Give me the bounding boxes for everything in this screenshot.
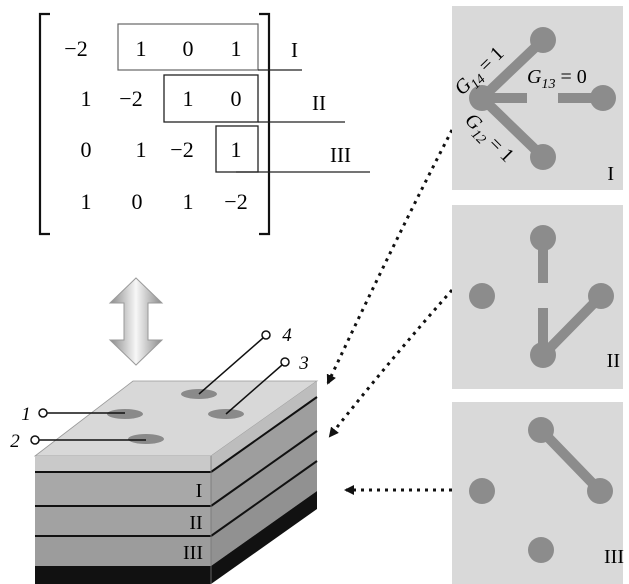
row-I-highlight-box <box>117 23 259 71</box>
node-2 <box>530 342 556 368</box>
dotted-arrow-II <box>328 289 454 438</box>
node-3 <box>590 85 616 111</box>
electrode-terminal-3 <box>280 357 290 367</box>
matrix-cell: 1 <box>183 189 194 214</box>
stack-layer-label-III: III <box>183 542 203 564</box>
matrix-row-label-III: III <box>330 143 351 167</box>
electrode-label-1: 1 <box>21 404 31 425</box>
network-panel-III: III <box>452 402 624 584</box>
edge-g12 <box>477 93 548 162</box>
layer-separator <box>210 460 318 537</box>
matrix-right-bracket <box>259 12 271 236</box>
matrix-cell: 1 <box>136 137 147 162</box>
matrix-row-label-II: II <box>312 91 326 115</box>
panel-III-label: III <box>604 546 624 568</box>
network-panel-I: G14 = 1 G13 = 0 G12 = 1 I <box>450 6 623 190</box>
front-layer-II <box>35 506 211 536</box>
side-layer-I <box>211 397 317 506</box>
node-4 <box>530 225 556 251</box>
stack-layer-label-II: II <box>189 512 202 534</box>
node-1 <box>469 85 495 111</box>
matrix-row-label-I: I <box>291 38 298 62</box>
matrix-cell: 0 <box>231 86 242 111</box>
matrix-left-bracket <box>38 12 50 236</box>
layer-separator <box>210 396 318 473</box>
side-layer-III <box>211 461 317 566</box>
node-3 <box>588 283 614 309</box>
matrix-cell: 1 <box>81 189 92 214</box>
layer-stack: I II III 1 2 3 4 <box>10 325 319 584</box>
node-4 <box>528 417 554 443</box>
matrix-cell: −2 <box>224 189 247 214</box>
row-II-highlight-box <box>163 74 259 123</box>
stack-layer-label-I: I <box>196 480 203 502</box>
matrix-cell: 0 <box>81 137 92 162</box>
matrix-cell: 1 <box>81 86 92 111</box>
electrode-label-2: 2 <box>10 431 20 452</box>
edge-g14 <box>477 35 548 103</box>
node-1 <box>469 478 495 504</box>
node-1 <box>469 283 495 309</box>
edge-2-3 <box>538 291 606 360</box>
electrode-lead-3 <box>225 364 283 415</box>
matrix-cell: 1 <box>231 36 242 61</box>
edge-label-g13: G13 = 0 <box>527 66 587 92</box>
matrix-cell: −2 <box>170 137 193 162</box>
side-layer-II <box>211 431 317 536</box>
panel-II-label: II <box>607 350 620 372</box>
dotted-arrow-I <box>326 129 454 385</box>
panel-I-label: I <box>607 163 614 185</box>
electrode-1 <box>107 409 143 419</box>
matrix-cell: −2 <box>119 86 142 111</box>
node-2 <box>530 144 556 170</box>
electrode-terminal-4 <box>261 330 271 340</box>
electrode-label-4: 4 <box>282 325 292 346</box>
side-substrate <box>211 491 317 584</box>
matrix-cell: 1 <box>136 36 147 61</box>
side-top-light-layer <box>211 381 317 472</box>
front-substrate <box>35 566 211 584</box>
electrode-2 <box>128 434 164 444</box>
node-4 <box>530 27 556 53</box>
node-2 <box>528 537 554 563</box>
matrix-cell: 1 <box>183 86 194 111</box>
bidirectional-arrow-icon <box>108 277 164 366</box>
network-panel-II: II <box>452 205 623 389</box>
matrix-cell: 1 <box>231 137 242 162</box>
matrix-cell: 0 <box>183 36 194 61</box>
connectivity-matrix: I II III −2 1 0 1 1 −2 1 0 0 1 −2 1 1 0 … <box>38 12 370 236</box>
electrode-terminal-2 <box>30 435 40 445</box>
matrix-cell: 0 <box>132 189 143 214</box>
front-top-light-layer <box>35 456 211 472</box>
electrode-lead-4 <box>198 337 264 395</box>
electrode-terminal-1 <box>38 408 48 418</box>
edge-4-3 <box>536 425 605 496</box>
electrode-label-3: 3 <box>298 353 309 374</box>
front-layer-III <box>35 536 211 566</box>
matrix-cell: −2 <box>64 36 87 61</box>
front-layer-I <box>35 472 211 506</box>
layer-separator <box>210 430 318 507</box>
node-3 <box>587 478 613 504</box>
